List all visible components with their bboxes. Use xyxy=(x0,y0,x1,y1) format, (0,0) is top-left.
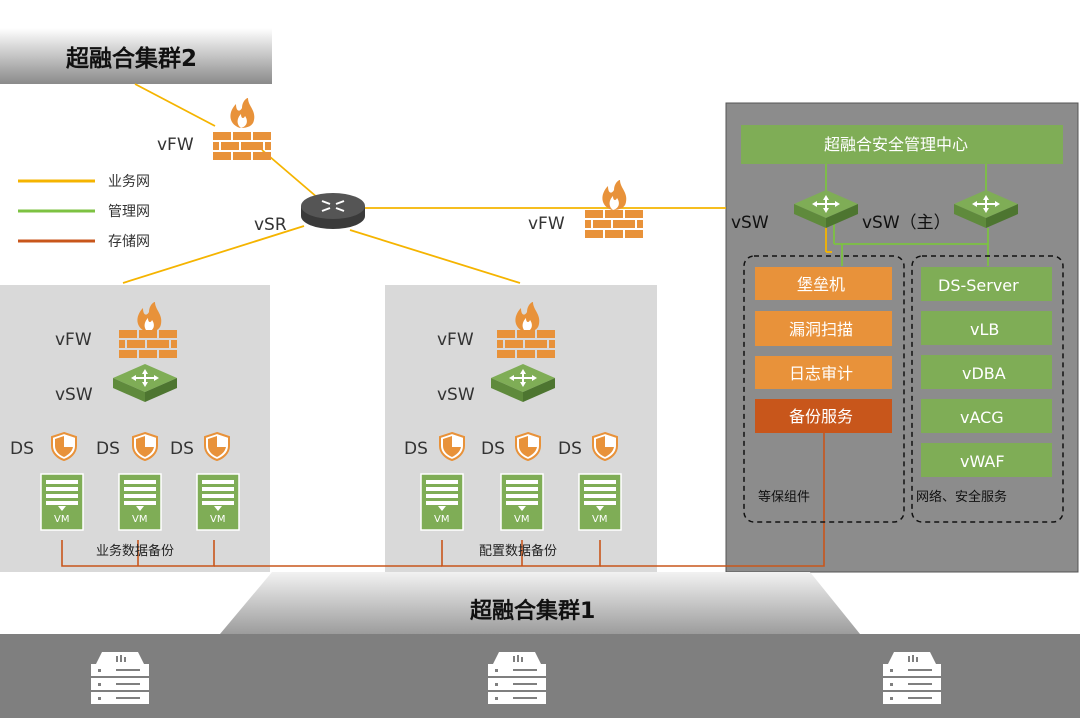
compliance-item-label: 日志审计 xyxy=(789,364,853,383)
business-network-lines xyxy=(122,83,832,284)
left-ds-label: DS xyxy=(10,439,34,459)
firewall-wall-icon xyxy=(497,330,555,358)
firewall-wall-icon xyxy=(213,132,271,160)
cluster1-title: 超融合集群1 xyxy=(470,598,595,624)
left-vm-label: VM xyxy=(54,514,69,525)
cluster2-banner xyxy=(0,28,272,84)
shield-icon xyxy=(51,432,77,461)
compliance-group-frame xyxy=(743,255,905,523)
cluster2-title: 超融合集群2 xyxy=(66,45,197,72)
network-service-label: DS-Server xyxy=(938,276,1019,295)
center-vsw-main-label: vSW（主） xyxy=(862,213,951,233)
compliance-item-box xyxy=(755,311,892,346)
compliance-item-box xyxy=(755,399,892,433)
network-group-caption: 网络、安全服务 xyxy=(916,489,1007,505)
left-ds-label: DS xyxy=(96,439,120,459)
network-service-label: vACG xyxy=(960,408,1004,427)
network-service-box xyxy=(921,311,1052,345)
mid-vsw-label: vSW xyxy=(437,385,475,405)
rack-server-icon xyxy=(883,652,941,704)
shield-icon xyxy=(132,432,158,461)
compliance-item-label: 堡垒机 xyxy=(797,275,845,294)
legend-label: 业务网 xyxy=(108,174,150,190)
firewall-wall-icon xyxy=(585,210,643,238)
compliance-item-label: 备份服务 xyxy=(789,407,853,426)
legend-label: 存储网 xyxy=(108,234,150,250)
mid-vm-label: VM xyxy=(434,514,449,525)
network-service-box xyxy=(921,443,1052,477)
security-center-title-bar xyxy=(741,125,1063,164)
network-service-box xyxy=(921,267,1052,301)
legend: 业务网 管理网 存储网 xyxy=(18,174,150,250)
shield-icon xyxy=(592,432,618,461)
compliance-item-box xyxy=(755,267,892,300)
mid-zone-caption: 配置数据备份 xyxy=(479,543,557,559)
compliance-item-label: 漏洞扫描 xyxy=(789,320,853,339)
storage-network-lines xyxy=(61,432,825,567)
left-vfw-label: vFW xyxy=(55,330,92,350)
legend-label: 管理网 xyxy=(108,204,150,220)
left-zone-caption: 业务数据备份 xyxy=(96,543,174,559)
shield-icon xyxy=(204,432,230,461)
rack-server-icon xyxy=(488,652,546,704)
network-group-frame xyxy=(911,255,1064,523)
center-vsw-label: vSW xyxy=(731,213,769,233)
firewall-flame-icon xyxy=(230,98,255,128)
network-service-label: vDBA xyxy=(962,364,1006,383)
left-vsw-label: vSW xyxy=(55,385,93,405)
left-vm-label: VM xyxy=(210,514,225,525)
shield-icon xyxy=(439,432,465,461)
mid-ds-label: DS xyxy=(558,439,582,459)
management-network-lines xyxy=(825,164,989,266)
cluster1-trapezoid xyxy=(220,572,860,634)
firewall-wall-icon xyxy=(119,330,177,358)
rack-server-icon xyxy=(91,652,149,704)
compliance-group-caption: 等保组件 xyxy=(758,489,810,505)
security-center-title: 超融合安全管理中心 xyxy=(824,135,968,154)
network-service-box xyxy=(921,355,1052,389)
shield-icon xyxy=(515,432,541,461)
left-vm-label: VM xyxy=(132,514,147,525)
firewall-flame-icon xyxy=(602,180,627,210)
left-ds-label: DS xyxy=(170,439,194,459)
vfw-top-label: vFW xyxy=(157,135,194,155)
mid-vm-label: VM xyxy=(592,514,607,525)
network-service-box xyxy=(921,399,1052,433)
network-service-label: vLB xyxy=(970,320,999,339)
mid-vfw-label: vFW xyxy=(437,330,474,350)
vsr-label: vSR xyxy=(254,215,287,235)
vfw-mid-label: vFW xyxy=(528,214,565,234)
compliance-item-box xyxy=(755,356,892,389)
mid-vm-label: VM xyxy=(514,514,529,525)
mid-ds-label: DS xyxy=(481,439,505,459)
mid-ds-label: DS xyxy=(404,439,428,459)
network-service-label: vWAF xyxy=(960,452,1005,471)
router-icon xyxy=(301,193,365,229)
